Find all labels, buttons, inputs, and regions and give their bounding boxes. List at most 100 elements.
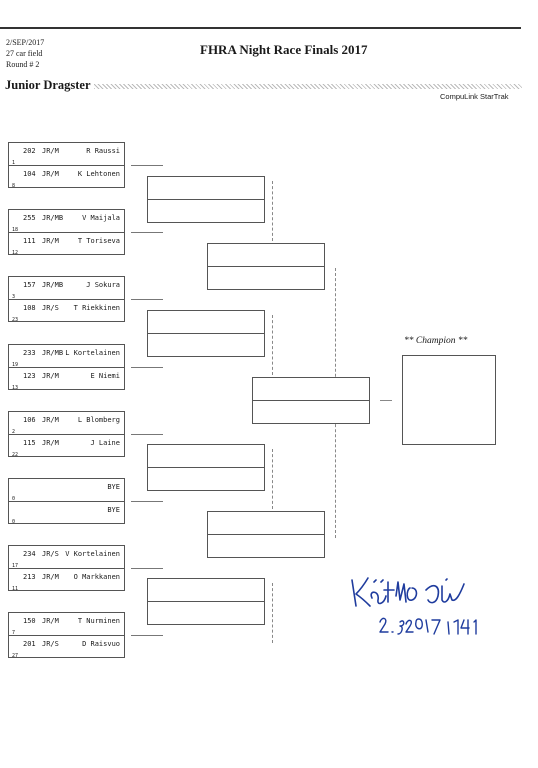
- seed-number: 23: [12, 317, 19, 323]
- driver-name: D Raisvuo: [82, 640, 120, 648]
- car-number: 106: [23, 416, 36, 424]
- divider: [148, 199, 264, 200]
- signature: [351, 577, 477, 635]
- round2-slot: [147, 578, 265, 625]
- driver-name: BYE: [107, 483, 120, 491]
- divider: [208, 266, 324, 267]
- round2-slot: [147, 176, 265, 223]
- seed-number: 12: [12, 250, 19, 256]
- dashed-connector: [272, 583, 273, 643]
- header-hatch: [94, 84, 522, 89]
- divider: [9, 367, 124, 368]
- divider: [148, 467, 264, 468]
- driver-name: R Raussi: [86, 147, 120, 155]
- connector-line: [131, 367, 163, 368]
- divider: [9, 568, 124, 569]
- car-class: JR/MB: [42, 281, 64, 289]
- driver-name: J Sokura: [86, 281, 120, 289]
- connector-line: [380, 400, 392, 401]
- car-number: 201: [23, 640, 36, 648]
- car-class: JR/M: [42, 416, 59, 424]
- car-number: 123: [23, 372, 36, 380]
- round2-slot: [147, 310, 265, 357]
- connector-line: [131, 299, 163, 300]
- seed-number: 8: [12, 183, 16, 189]
- round2-slot: [147, 444, 265, 491]
- seed-number: 27: [12, 653, 19, 659]
- car-class: JR/M: [42, 170, 59, 178]
- semifinal-slot: [207, 243, 325, 290]
- software-label: CompuLink StarTrak: [440, 92, 509, 101]
- car-number: 202: [23, 147, 36, 155]
- driver-name: L Blomberg: [77, 416, 120, 424]
- seed-number: 1: [12, 160, 16, 166]
- seed-number: 2: [12, 429, 16, 435]
- seed-number: 19: [12, 362, 19, 368]
- connector-line: [131, 501, 163, 502]
- dashed-connector: [272, 315, 273, 375]
- driver-name: K Lehtonen: [77, 170, 120, 178]
- driver-name: L Kortelainen: [65, 349, 120, 357]
- divider: [9, 635, 124, 636]
- connector-line: [131, 635, 163, 636]
- matchup-entry: 157 JR/MB J Sokura 3 108 JR/S T Riekkinen 23: [8, 276, 125, 323]
- divider: [9, 434, 124, 435]
- dashed-connector: [272, 181, 273, 241]
- car-number: 150: [23, 617, 36, 625]
- car-class: JR/MB: [42, 349, 64, 357]
- divider: [9, 232, 124, 233]
- car-number: 157: [23, 281, 36, 289]
- car-class: JR/S: [42, 304, 59, 312]
- car-class: JR/M: [42, 573, 59, 581]
- connector-line: [131, 434, 163, 435]
- field-size: 27 car field: [6, 49, 43, 58]
- champion-label: ** Champion **: [404, 336, 468, 346]
- driver-name: J Laine: [90, 439, 120, 447]
- car-class: JR/M: [42, 237, 59, 245]
- driver-name: V Maijala: [82, 214, 120, 222]
- semifinal-slot: [207, 511, 325, 558]
- seed-number: 7: [12, 630, 16, 636]
- driver-name: BYE: [107, 506, 120, 514]
- seed-number: 0: [12, 496, 16, 502]
- connector-line: [131, 568, 163, 569]
- car-number: 213: [23, 573, 36, 581]
- car-number: 108: [23, 304, 36, 312]
- race-date: 2/SEP/2017: [6, 38, 45, 47]
- car-number: 234: [23, 550, 36, 558]
- car-class: JR/MB: [42, 214, 64, 222]
- division-title: Junior Dragster: [5, 78, 93, 93]
- divider: [9, 299, 124, 300]
- car-class: JR/M: [42, 372, 59, 380]
- round-number: Round # 2: [6, 60, 40, 69]
- driver-name: T Nurminen: [77, 617, 120, 625]
- car-class: JR/M: [42, 439, 59, 447]
- seed-number: 0: [12, 519, 16, 525]
- header-rule: [0, 27, 521, 29]
- divider: [253, 400, 369, 401]
- connector-line: [131, 165, 163, 166]
- champion-box: [402, 355, 496, 445]
- driver-name: E Niemi: [90, 372, 120, 380]
- connector-line: [131, 232, 163, 233]
- driver-name: V Kortelainen: [65, 550, 120, 558]
- driver-name: T Toriseva: [77, 237, 120, 245]
- divider: [148, 333, 264, 334]
- car-number: 233: [23, 349, 36, 357]
- divider: [148, 601, 264, 602]
- divider: [9, 165, 124, 166]
- seed-number: 3: [12, 294, 16, 300]
- car-number: 255: [23, 214, 36, 222]
- seed-number: 22: [12, 452, 19, 458]
- driver-name: T Riekkinen: [73, 304, 120, 312]
- dashed-connector: [272, 449, 273, 509]
- car-number: 115: [23, 439, 36, 447]
- seed-number: 13: [12, 385, 19, 391]
- page-title: FHRA Night Race Finals 2017: [200, 42, 368, 57]
- seed-number: 11: [12, 586, 19, 592]
